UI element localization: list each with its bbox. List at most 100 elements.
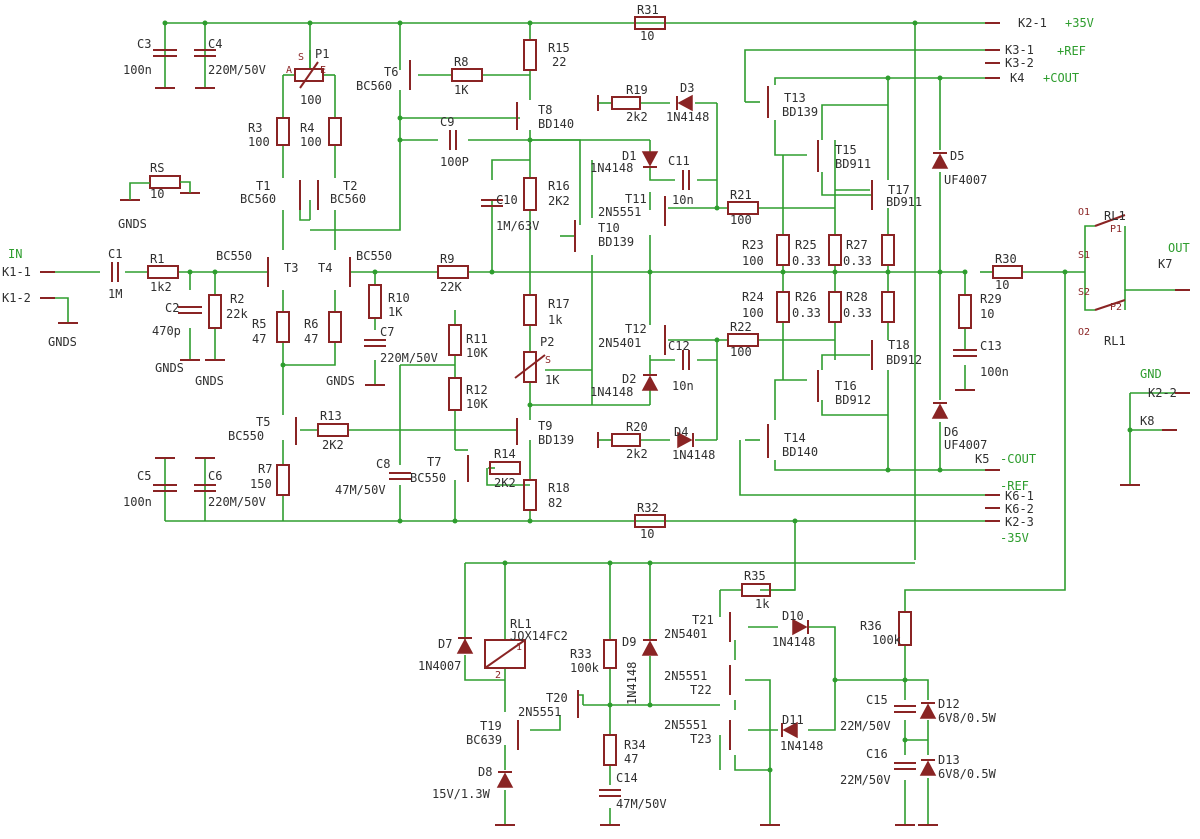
label-r34-value: 47 [624, 752, 638, 766]
label-r3-name: R3 [248, 121, 262, 135]
label-d13-value: 6V8/0.5W [938, 767, 997, 781]
label-t4-name: T4 [318, 261, 332, 275]
net-label-v-pos: +35V [1065, 16, 1094, 30]
label-r9-value: 22K [440, 280, 462, 294]
pin-label-o2: O2 [1078, 327, 1090, 338]
connector-k3-2: K3-2 [1005, 56, 1034, 70]
label-r14-value: 2K2 [494, 476, 516, 490]
label-r16-value: 2K2 [548, 194, 570, 208]
label-r11-value: 10K [466, 346, 488, 360]
label-r33-name: R33 [570, 647, 592, 661]
label-r5-value: 47 [252, 332, 266, 346]
label-rl1-value: JQX14FC2 [510, 629, 568, 643]
pin-label-o1: O1 [1078, 207, 1090, 218]
label-t3-name: T3 [284, 261, 298, 275]
net-label-cout-neg: -COUT [1000, 452, 1036, 466]
label-d2-value: 1N4148 [590, 385, 633, 399]
label-c8-name: C8 [376, 457, 390, 471]
label-c16-name: C16 [866, 747, 888, 761]
connector-k3-1: K3-1 [1005, 43, 1034, 57]
pin-label-a: A [286, 65, 292, 76]
label-t5-name: T5 [256, 415, 270, 429]
net-label-gnd: GND [1140, 367, 1162, 381]
label-t14-value: BD140 [782, 445, 818, 459]
net-label-cout-pos: +COUT [1043, 71, 1079, 85]
label-r13-name: R13 [320, 409, 342, 423]
label-r17-value: 1k [548, 313, 563, 327]
label-r1-name: R1 [150, 252, 164, 266]
label-d9-value: 1N4148 [625, 662, 639, 705]
label-t18-name: T18 [888, 338, 910, 352]
label-r26-value: 0.33 [792, 306, 821, 320]
label-c6-name: C6 [208, 469, 222, 483]
connector-k2-1: K2-1 [1018, 16, 1047, 30]
net-label-gnds-2: GNDS [48, 335, 77, 349]
label-c16-value: 22M/50V [840, 773, 891, 787]
label-t22-name: T22 [690, 683, 712, 697]
label-t9-name: T9 [538, 419, 552, 433]
label-r3-value: 100 [248, 135, 270, 149]
label-d12-value: 6V8/0.5W [938, 711, 997, 725]
label-c6-value: 220M/50V [208, 495, 266, 509]
label-d3-value: 1N4148 [666, 110, 709, 124]
connector-k4: K4 [1010, 71, 1024, 85]
label-r4-name: R4 [300, 121, 314, 135]
label-r15-name: R15 [548, 41, 570, 55]
label-c10-value: 1M/63V [496, 219, 539, 233]
label-d7-name: D7 [438, 637, 452, 651]
label-t20-name: T20 [546, 691, 568, 705]
label-c14-value: 47M/50V [616, 797, 667, 811]
label-c13-name: C13 [980, 339, 1002, 353]
label-r35-name: R35 [744, 569, 766, 583]
label-c7-value: 220M/50V [380, 351, 438, 365]
label-r23-value: 100 [742, 254, 764, 268]
label-t18-value: BD912 [886, 353, 922, 367]
label-r1-value: 1k2 [150, 280, 172, 294]
label-d2-name: D2 [622, 372, 636, 386]
label-c5-value: 100n [123, 495, 152, 509]
label-p1-value: 100 [300, 93, 322, 107]
net-label-v-neg: -35V [1000, 531, 1029, 545]
label-rs-value: 10 [150, 187, 164, 201]
label-d10-value: 1N4148 [772, 635, 815, 649]
label-r4-value: 100 [300, 135, 322, 149]
label-t16-name: T16 [835, 379, 857, 393]
label-t20-value: 2N5551 [518, 705, 561, 719]
connector-k2-2: K2-2 [1148, 386, 1177, 400]
label-t21-name: T21 [692, 613, 714, 627]
label-r19-name: R19 [626, 83, 648, 97]
relay-contact-label-1: RL1 [1104, 209, 1126, 223]
label-c1-value: 1M [108, 287, 122, 301]
label-t7-value: BC550 [410, 471, 446, 485]
label-t1-name: T1 [256, 179, 270, 193]
label-r11-name: R11 [466, 332, 488, 346]
label-t15-value: BD911 [835, 157, 871, 171]
label-d11-name: D11 [782, 713, 804, 727]
pin-label-p1: P1 [1110, 224, 1122, 235]
label-d6-name: D6 [944, 425, 958, 439]
net-label-in: IN [8, 247, 22, 261]
label-c3-value: 100n [123, 63, 152, 77]
net-label-gnds-4: GNDS [195, 374, 224, 388]
label-d12-name: D12 [938, 697, 960, 711]
label-t12-name: T12 [625, 322, 647, 336]
text-labels: +35V +REF +COUT -COUT -REF -35V IN OUT G… [2, 3, 1190, 811]
label-p2-value: 1K [545, 373, 560, 387]
label-d6-value: UF4007 [944, 438, 987, 452]
pin-label-1: 1 [516, 642, 522, 653]
label-r21-name: R21 [730, 188, 752, 202]
label-t14-name: T14 [784, 431, 806, 445]
label-c10-name: C10 [496, 193, 518, 207]
label-r29-name: R29 [980, 292, 1002, 306]
label-rs-name: RS [150, 161, 164, 175]
pin-label-2: 2 [495, 670, 501, 681]
label-r31-name: R31 [637, 3, 659, 17]
label-c5-name: C5 [137, 469, 151, 483]
label-d8-value: 15V/1.3W [432, 787, 491, 801]
label-r6-name: R6 [304, 317, 318, 331]
label-r14-name: R14 [494, 447, 516, 461]
label-rl1-name: RL1 [510, 617, 532, 631]
label-t6-name: T6 [384, 65, 398, 79]
